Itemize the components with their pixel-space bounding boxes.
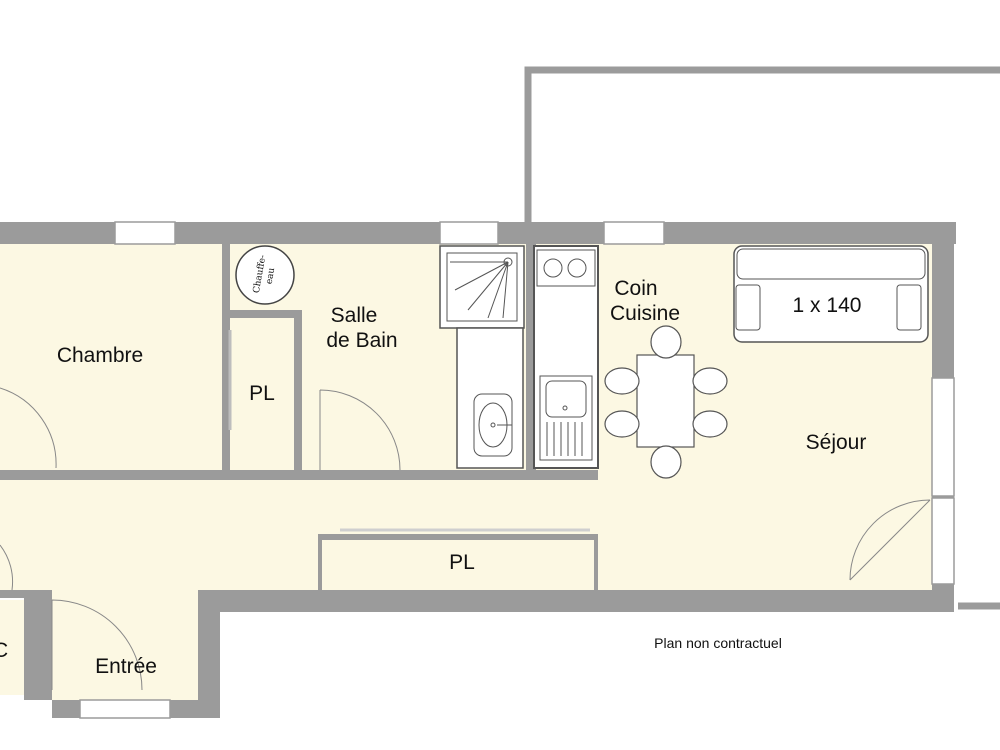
wc-label-fragment: C	[0, 639, 8, 662]
entree-label: Entrée	[95, 655, 157, 678]
windows	[79, 221, 955, 719]
window-entree	[79, 699, 171, 719]
door-wc	[0, 544, 14, 591]
water-heater	[235, 245, 295, 305]
door-bathroom	[319, 389, 401, 471]
interior-walls	[222, 244, 598, 590]
window-kitchen	[603, 221, 665, 245]
chair-left-1	[604, 367, 640, 395]
chair-left-2	[604, 410, 640, 438]
chair-right-1	[692, 367, 728, 395]
chair-top	[650, 325, 682, 359]
dining-table	[604, 325, 728, 479]
window-sejour-2	[931, 497, 955, 585]
disclaimer-text: Plan non contractuel	[654, 635, 782, 651]
salle-de-bain-label-line2: de Bain	[326, 329, 397, 352]
shower	[439, 245, 525, 329]
sofa	[733, 245, 929, 343]
bathroom-sink	[456, 327, 524, 469]
doors	[0, 330, 931, 691]
chair-bottom	[650, 445, 682, 479]
chambre-label: Chambre	[57, 344, 143, 367]
window-bedroom	[114, 221, 176, 245]
chauffe-eau-label-line2: eau	[265, 267, 278, 285]
coin-cuisine-label-line2: Cuisine	[610, 302, 680, 325]
balcony-outline	[524, 66, 1000, 610]
door-sejour	[849, 499, 931, 581]
door-entree	[51, 599, 143, 691]
coin-cuisine-label-line1: Coin	[614, 277, 657, 300]
chair-right-2	[692, 410, 728, 438]
sejour-label: Séjour	[806, 431, 867, 454]
window-bathroom	[439, 221, 499, 245]
door-bedroom	[0, 387, 57, 469]
kitchen-counter	[533, 245, 599, 469]
sofa-label: 1 x 140	[793, 294, 862, 317]
pl-corridor-label: PL	[449, 551, 475, 574]
pl-bedroom-label: PL	[249, 382, 275, 405]
window-sejour-1	[931, 377, 955, 497]
salle-de-bain-label-line1: Salle	[331, 304, 378, 327]
